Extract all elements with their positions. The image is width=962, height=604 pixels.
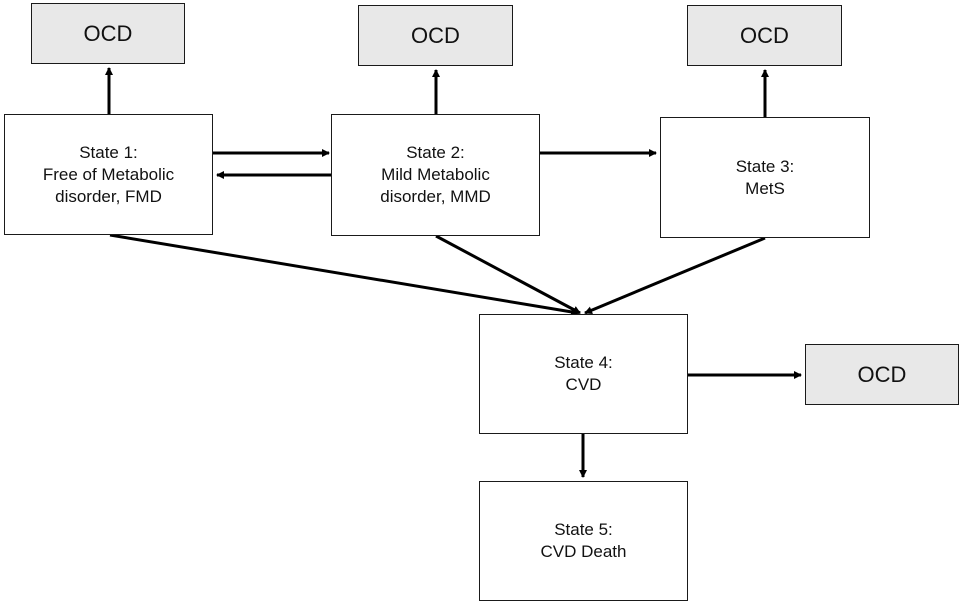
state-5-box: State 5: CVD Death xyxy=(479,481,688,601)
state-3-box: State 3: MetS xyxy=(660,117,870,238)
ocd-box-4: OCD xyxy=(805,344,959,405)
state-2-box: State 2: Mild Metabolic disorder, MMD xyxy=(331,114,540,236)
state-1-line-3: disorder, FMD xyxy=(55,186,162,206)
state-5-title: State 5: xyxy=(554,520,613,539)
state-3-title: State 3: xyxy=(735,156,795,176)
state-5-line-2: CVD Death xyxy=(540,542,627,561)
state-1-line-2: Free of Metabolic xyxy=(42,164,175,184)
ocd-box-3: OCD xyxy=(687,5,842,66)
ocd-box-1: OCD xyxy=(31,3,185,64)
state-3-line-2: MetS xyxy=(745,178,785,198)
edge-state2-to-state4 xyxy=(435,234,581,315)
state-4-title: State 4: xyxy=(554,353,613,372)
state-1-title: State 1: xyxy=(79,142,138,162)
state-4-box: State 4: CVD xyxy=(479,314,688,434)
state-1-box: State 1: Free of Metabolic disorder, FMD xyxy=(4,114,213,235)
state-2-title: State 2: xyxy=(406,143,465,162)
ocd-box-2: OCD xyxy=(358,5,513,66)
state-4-line-2: CVD xyxy=(565,375,602,394)
state-2-line-2: Mild Metabolic xyxy=(381,165,490,184)
state-2-line-3: disorder, MMD xyxy=(380,187,491,206)
ocd-label-4: OCD xyxy=(857,361,907,387)
ocd-label-1: OCD xyxy=(83,20,133,46)
edge-state1-to-state4 xyxy=(109,233,579,316)
ocd-label-2: OCD xyxy=(411,22,460,48)
ocd-label-3: OCD xyxy=(740,22,789,48)
edge-state3-to-state4 xyxy=(584,236,766,315)
